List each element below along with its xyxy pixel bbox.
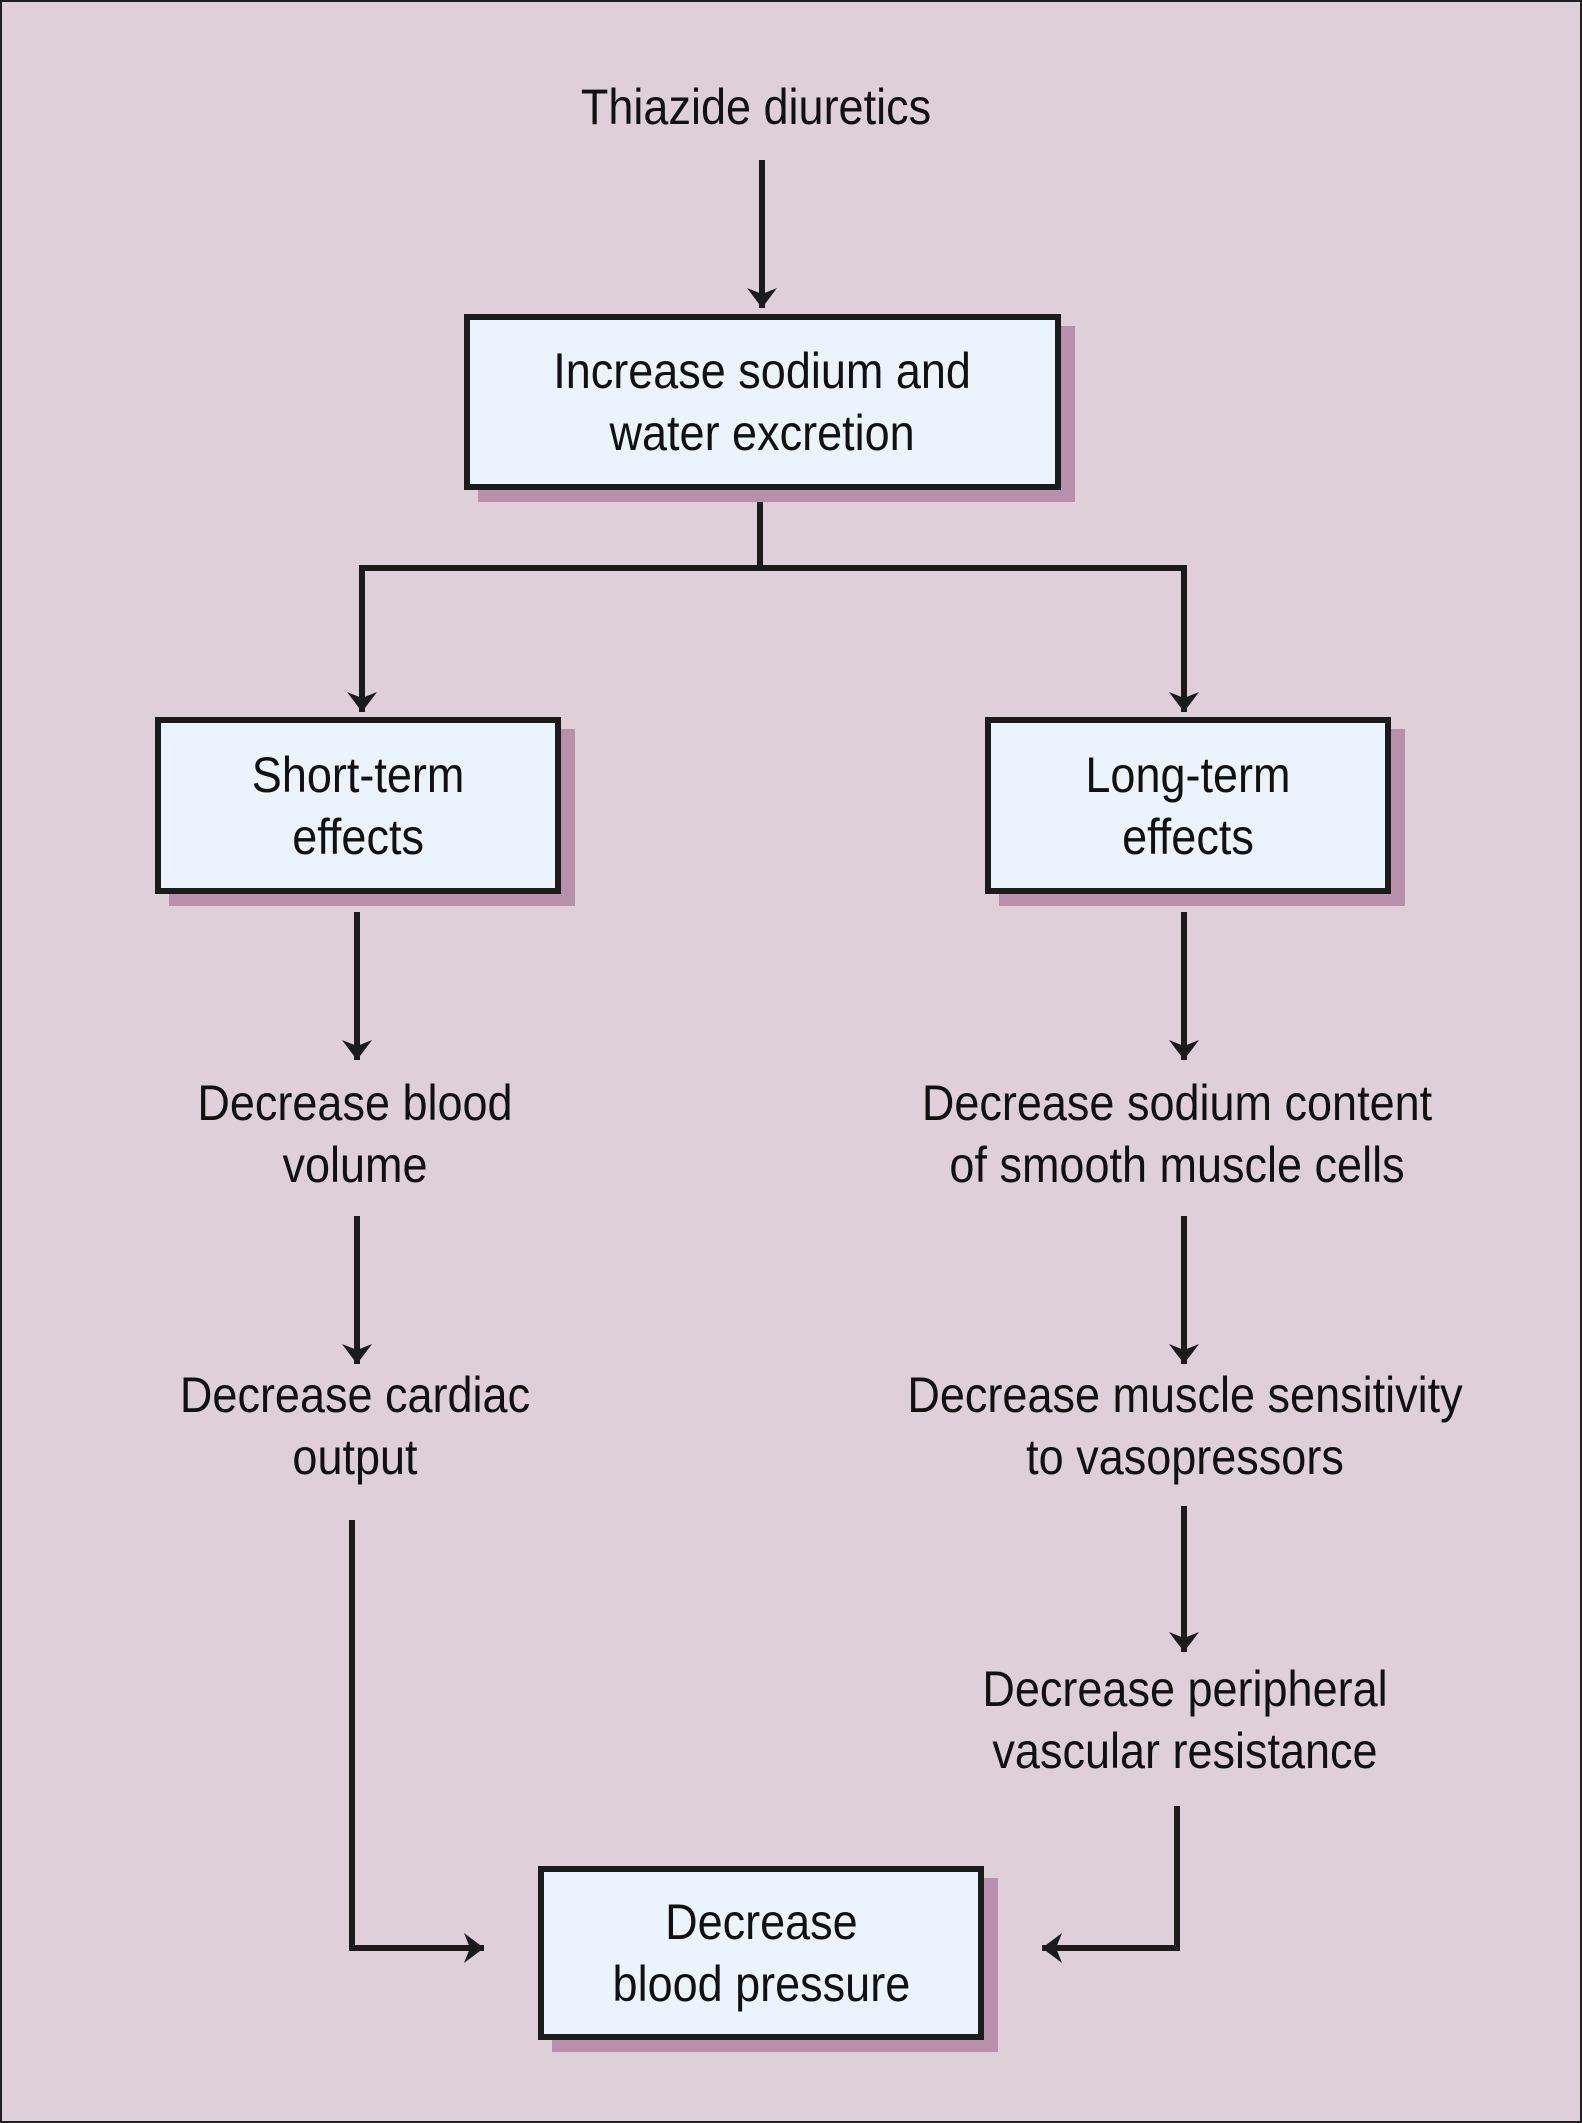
arrow-to-long-term	[760, 565, 1199, 712]
node-text-line: Thiazide diuretics	[580, 79, 932, 135]
node-text-line: Decrease muscle sensitivity	[907, 1367, 1463, 1423]
node-text-line: of smooth muscle cells	[949, 1137, 1405, 1193]
node-decrease-blood-volume: Decrease blood volume	[85, 1072, 625, 1196]
node-decrease-sodium-content: Decrease sodium content of smooth muscle…	[862, 1072, 1492, 1196]
node-text-line: water excretion	[609, 405, 916, 461]
box-decrease-blood-pressure: Decrease blood pressure	[538, 1866, 984, 2040]
node-text-line: Decrease cardiac	[179, 1367, 531, 1423]
box-increase-sodium-excretion: Increase sodium and water excretion	[464, 314, 1061, 490]
arrow-peripheral-to-blood-pressure	[1042, 1806, 1180, 1963]
node-text-line: Increase sodium and	[553, 343, 972, 399]
arrow-cardiac-output-to-blood-pressure	[349, 1520, 484, 1963]
node-text-line: Long-term	[1085, 746, 1291, 803]
node-decrease-cardiac-output: Decrease cardiac output	[85, 1364, 625, 1488]
node-text-line: Short-term	[251, 746, 465, 803]
node-text-line: Decrease	[664, 1894, 858, 1950]
node-text-line: effects	[1122, 808, 1254, 865]
node-decrease-peripheral-resistance: Decrease peripheral vascular resistance	[870, 1658, 1500, 1782]
node-text-line: Decrease sodium content	[921, 1075, 1433, 1131]
node-text-line: effects	[292, 808, 424, 865]
arrow-to-short-term	[347, 565, 760, 712]
node-text-line: volume	[282, 1137, 428, 1193]
node-text-line: blood pressure	[612, 1956, 910, 2012]
node-text-line: Decrease blood	[197, 1075, 513, 1131]
node-text-line: output	[292, 1429, 418, 1485]
node-text-line: Decrease peripheral	[982, 1661, 1388, 1717]
node-text-line: to vasopressors	[1026, 1429, 1344, 1485]
node-decrease-muscle-sensitivity: Decrease muscle sensitivity to vasopress…	[848, 1364, 1523, 1488]
box-short-term-effects: Short-term effects	[155, 717, 561, 894]
node-thiazide-diuretics: Thiazide diuretics	[486, 76, 1026, 138]
node-text-line: vascular resistance	[992, 1723, 1378, 1779]
box-long-term-effects: Long-term effects	[985, 717, 1391, 894]
